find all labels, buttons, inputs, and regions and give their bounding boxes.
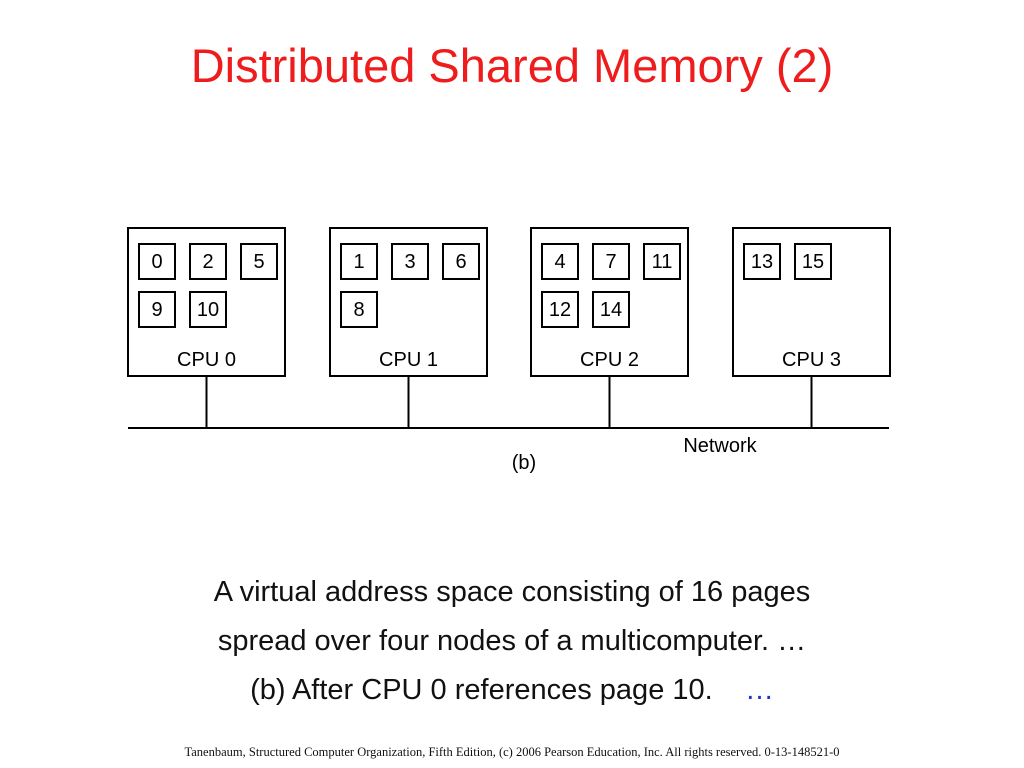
memory-page-number: 14 [600, 299, 622, 321]
caption-line-2: spread over four nodes of a multicompute… [217, 625, 807, 657]
memory-page-number: 13 [751, 251, 773, 273]
memory-page-box [340, 243, 378, 280]
memory-page-box [743, 243, 781, 280]
memory-page-box [541, 243, 579, 280]
memory-page-number: 10 [197, 299, 219, 321]
slide-title: Distributed Shared Memory (2) [190, 39, 834, 92]
memory-page-number: 15 [802, 251, 824, 273]
cpu-label: CPU 2 [580, 349, 639, 371]
memory-page-number: 1 [353, 251, 364, 273]
memory-page-box [138, 291, 176, 328]
memory-page-box [592, 291, 630, 328]
cpu-label: CPU 1 [379, 349, 438, 371]
memory-page-box [643, 243, 681, 280]
slide-caption: A virtual address space consisting of 16… [0, 568, 1024, 715]
caption-line-3-text: (b) After CPU 0 references page 10. [250, 674, 713, 706]
caption-line-1: A virtual address space consisting of 16… [213, 576, 811, 608]
copyright-footer: Tanenbaum, Structured Computer Organizat… [184, 745, 840, 759]
memory-page-box [541, 291, 579, 328]
memory-page-box [794, 243, 832, 280]
memory-page-number: 4 [554, 251, 565, 273]
caption-ellipsis: … [744, 674, 774, 706]
memory-page-number: 3 [404, 251, 415, 273]
memory-page-box [138, 243, 176, 280]
memory-page-box [189, 291, 227, 328]
memory-page-box [189, 243, 227, 280]
memory-page-number: 6 [455, 251, 466, 273]
memory-page-number: 11 [652, 251, 673, 273]
memory-page-box [592, 243, 630, 280]
memory-page-box [240, 243, 278, 280]
memory-page-box [340, 291, 378, 328]
memory-page-number: 7 [605, 251, 616, 273]
memory-page-number: 0 [151, 251, 162, 273]
memory-page-number: 12 [549, 299, 571, 321]
memory-page-number: 9 [151, 299, 162, 321]
caption-line-3: (b) After CPU 0 references page 10. … [0, 666, 1024, 715]
memory-page-number: 2 [202, 251, 213, 273]
panel-label: (b) [512, 452, 536, 474]
memory-page-number: 8 [353, 299, 364, 321]
cpu-label: CPU 3 [782, 349, 841, 371]
memory-page-box [391, 243, 429, 280]
cpu-label: CPU 0 [177, 349, 236, 371]
memory-page-number: 5 [253, 251, 264, 273]
memory-page-box [442, 243, 480, 280]
network-label: Network [683, 435, 757, 457]
